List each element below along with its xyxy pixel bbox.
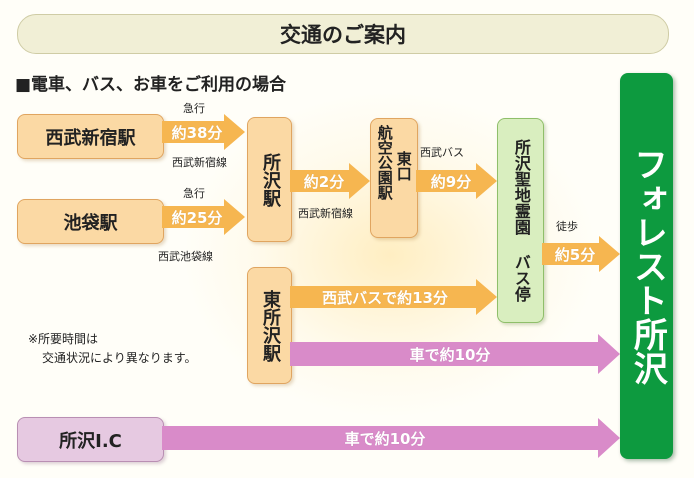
note-line-2: 交通状況により異なります。 [42, 351, 197, 365]
label-ikebukuro-line: 西武池袋線 [158, 250, 213, 263]
arrow-ikebukuro-shape [162, 199, 245, 235]
station-ikebukuro-label: 池袋駅 [63, 212, 118, 234]
station-seibu-shinjuku: 西武新宿駅 [17, 114, 164, 159]
arrow-tokorozawa-shape [290, 163, 370, 199]
arrow-higashi-bus-shape [290, 279, 497, 315]
label-walk: 徒歩 [556, 220, 578, 233]
arrow-higashi-bus-label: 西武バスで約13分 [322, 288, 448, 307]
page-title-text: 交通のご案内 [280, 23, 406, 47]
ic-label: 所沢I.C [59, 430, 122, 452]
arrow-kokukoen-time: 約9分 [430, 172, 472, 191]
arrow-tokorozawa-to-kokukoen: 約2分 [290, 163, 370, 199]
arrow-walk-shape [542, 236, 620, 272]
label-shinjuku-line: 西武新宿線 [172, 156, 227, 169]
arrow-ic-car-label: 車で約10分 [344, 429, 426, 448]
station-kokukoen-exit-label: 東口 [394, 151, 413, 181]
arrow-higashi-car-label: 車で約10分 [409, 345, 491, 364]
station-ikebukuro: 池袋駅 [17, 199, 164, 244]
station-kokukoen: 航空公園駅 東口 [370, 118, 418, 238]
arrow-shinjuku-time: 約38分 [171, 123, 223, 142]
arrow-tokorozawa-time: 約2分 [303, 172, 345, 191]
station-higashi-tokorozawa: 東所沢駅 [247, 267, 292, 384]
station-higashi-tokorozawa-label: 東所沢駅 [259, 289, 281, 362]
ic-box: 所沢I.C [17, 417, 164, 462]
label-ikebukuro-express: 急行 [183, 187, 205, 200]
destination-box: フォレスト所沢 [620, 73, 673, 459]
arrow-kokukoen-shape [416, 163, 497, 199]
arrow-higashi-car-shape [290, 334, 620, 374]
arrow-ic-car: 車で約10分 [162, 418, 620, 458]
station-kokukoen-label: 航空公園駅 [375, 125, 394, 200]
arrow-busstop-to-destination: 約5分 [542, 236, 620, 272]
section-subtitle: ■電車、バス、お車をご利用の場合 [15, 75, 287, 95]
arrow-higashi-bus: 西武バスで約13分 [290, 279, 497, 315]
arrow-kokukoen-to-busstop: 約9分 [416, 163, 497, 199]
travel-time-note: ※所要時間は 交通状況により異なります。 [28, 330, 197, 368]
arrow-walk-time: 約5分 [554, 245, 596, 264]
label-tokorozawa-line: 西武新宿線 [298, 207, 353, 220]
station-tokorozawa: 所沢駅 [247, 117, 292, 242]
page-title: 交通のご案内 [17, 14, 669, 54]
arrow-shinjuku-shape [162, 114, 245, 150]
arrow-ic-car-shape [162, 418, 620, 458]
note-line-1: ※所要時間は [28, 332, 99, 346]
station-seibu-shinjuku-label: 西武新宿駅 [45, 127, 136, 149]
label-seibu-bus: 西武バス [420, 146, 464, 159]
arrow-ikebukuro-time: 約25分 [171, 208, 223, 227]
destination-label: フォレスト所沢 [627, 147, 668, 385]
arrow-shinjuku-to-tokorozawa: 約38分 [162, 114, 245, 150]
station-tokorozawa-label: 所沢駅 [259, 152, 281, 207]
arrow-ikebukuro-to-tokorozawa: 約25分 [162, 199, 245, 235]
arrow-higashi-car: 車で約10分 [290, 334, 620, 374]
station-bus-stop: 所沢聖地霊園 バス停 [497, 118, 544, 323]
label-shinjuku-express: 急行 [183, 102, 205, 115]
station-bus-stop-label: 所沢聖地霊園 バス停 [511, 139, 531, 302]
